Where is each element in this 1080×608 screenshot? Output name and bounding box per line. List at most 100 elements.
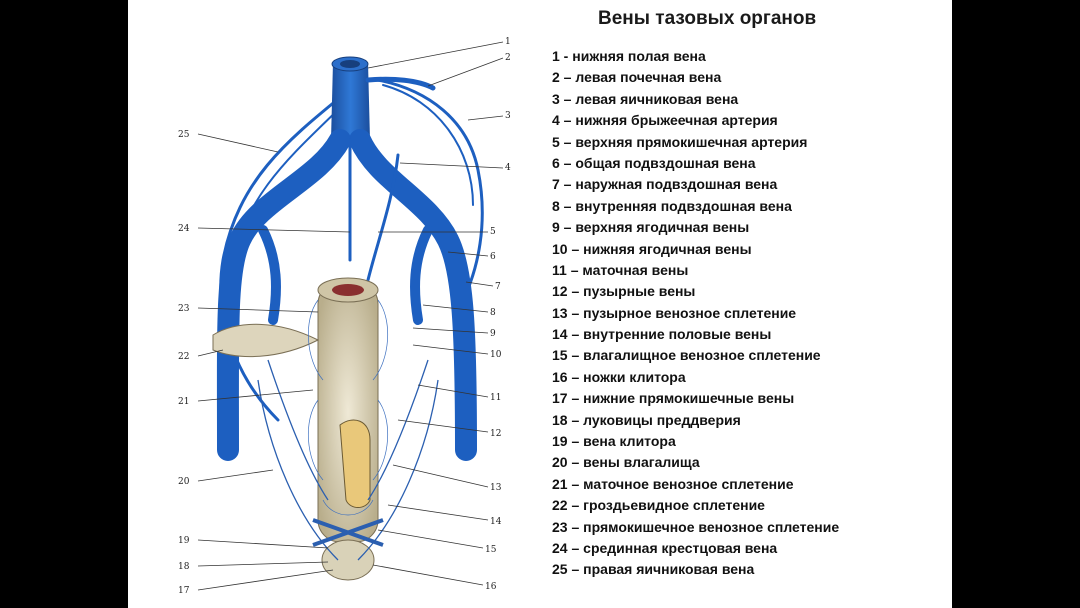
legend-text: вена клитора (583, 433, 676, 450)
legend-separator: – (567, 347, 584, 364)
legend-item: 9 – верхняя ягодичная вены (552, 217, 839, 238)
legend-text: наружная подвздошная вена (575, 176, 778, 193)
legend-number: 1 (552, 48, 560, 64)
legend-item: 5 – верхняя прямокишечная артерия (552, 132, 839, 153)
legend-number: 9 (552, 219, 560, 236)
legend-number: 18 (552, 411, 568, 428)
legend-separator: – (566, 261, 583, 278)
legend-separator: – (559, 133, 576, 150)
legend-item: 24 – срединная крестцовая вена (552, 538, 839, 559)
legend-number: 3 (552, 90, 560, 107)
legend-item: 22 – гроздьевидное сплетение (552, 495, 839, 516)
legend-text: левая яичниковая вена (575, 90, 739, 107)
legend-text: влагалищное венозное сплетение (583, 347, 821, 364)
legend-item: 10 – нижняя ягодичная вены (552, 239, 839, 260)
legend-separator: – (567, 368, 584, 385)
legend-separator: - (559, 48, 573, 64)
legend-separator: – (567, 304, 584, 321)
legend-item: 6 – общая подвздошная вена (552, 153, 839, 174)
callout-9: 9 (490, 329, 496, 339)
legend-number: 14 (552, 326, 568, 343)
callout-22: 22 (178, 352, 189, 362)
legend-separator: – (559, 90, 576, 107)
legend-text: нижняя полая вена (572, 48, 706, 64)
legend-item: 11 – маточная вены (552, 260, 839, 281)
legend-number: 23 (552, 518, 568, 535)
callout-1: 1 (505, 37, 511, 47)
legend-item: 3 – левая яичниковая вена (552, 89, 839, 110)
legend-separator: – (559, 112, 576, 129)
legend-separator: – (567, 539, 584, 556)
legend-text: внутренние половые вены (583, 326, 772, 343)
legend-text: луковицы преддверия (583, 411, 741, 428)
callout-17: 17 (178, 586, 190, 596)
legend-item: 25 – правая яичниковая вена (552, 559, 839, 580)
legend-separator: – (567, 518, 584, 535)
legend-number: 19 (552, 433, 568, 450)
legend-separator: – (559, 219, 576, 236)
legend-number: 11 (552, 261, 567, 278)
callout-2: 2 (505, 53, 511, 63)
legend-number: 21 (552, 475, 568, 492)
legend-number: 22 (552, 497, 568, 514)
legend-separator: – (567, 390, 584, 407)
legend-text: нижняя брыжеечная артерия (575, 112, 778, 129)
legend-separator: – (567, 497, 584, 514)
callout-12: 12 (490, 429, 501, 439)
legend-text: общая подвздошная вена (575, 154, 756, 171)
legend-separator: – (567, 240, 584, 257)
legend-number: 8 (552, 197, 560, 214)
legend-item: 8 – внутренняя подвздошная вена (552, 196, 839, 217)
legend-text: прямокишечное венозное сплетение (583, 518, 840, 535)
legend-text: пузырные вены (583, 283, 696, 300)
legend-text: ножки клитора (583, 368, 686, 385)
legend-item: 21 – маточное венозное сплетение (552, 474, 839, 495)
legend-item: 23 – прямокишечное венозное сплетение (552, 517, 839, 538)
legend-item: 1 - нижняя полая вена (552, 46, 839, 67)
legend-item: 16 – ножки клитора (552, 367, 839, 388)
legend-separator: – (567, 433, 584, 450)
callout-21: 21 (178, 397, 189, 407)
legend-text: правая яичниковая вена (583, 561, 755, 578)
legend-text: маточное венозное сплетение (583, 475, 794, 492)
legend-item: 14 – внутренние половые вены (552, 324, 839, 345)
legend-item: 19 – вена клитора (552, 431, 839, 452)
legend-number: 12 (552, 283, 568, 300)
callout-20: 20 (178, 477, 190, 487)
legend-text: маточная вены (582, 261, 689, 278)
legend-separator: – (559, 154, 576, 171)
callout-16: 16 (485, 582, 497, 592)
legend-separator: – (567, 454, 584, 471)
legend-number: 13 (552, 304, 568, 321)
legend-item: 13 – пузырное венозное сплетение (552, 303, 839, 324)
legend-number: 5 (552, 133, 560, 150)
legend-number: 7 (552, 176, 560, 193)
callout-13: 13 (490, 483, 502, 493)
legend-separator: – (567, 326, 584, 343)
legend-text: нижние прямокишечные вены (583, 390, 795, 407)
callout-7: 7 (495, 282, 501, 292)
callout-18: 18 (178, 562, 190, 572)
legend-text: внутренняя подвздошная вена (575, 197, 792, 214)
legend-text: пузырное венозное сплетение (583, 304, 797, 321)
callout-19: 19 (178, 536, 190, 546)
legend-text: левая почечная вена (575, 69, 722, 86)
legend-number: 16 (552, 368, 568, 385)
legend-separator: – (559, 69, 576, 86)
legend-separator: – (567, 475, 584, 492)
legend-number: 17 (552, 390, 568, 407)
legend-number: 24 (552, 539, 568, 556)
legend-text: гроздьевидное сплетение (583, 497, 765, 514)
legend-number: 10 (552, 240, 568, 257)
legend-text: нижняя ягодичная вены (583, 240, 752, 257)
legend-item: 2 – левая почечная вена (552, 67, 839, 88)
legend-number: 6 (552, 154, 560, 171)
legend-item: 4 – нижняя брыжеечная артерия (552, 110, 839, 131)
legend-item: 17 – нижние прямокишечные вены (552, 388, 839, 409)
legend-text: срединная крестцовая вена (583, 539, 778, 556)
callout-5: 5 (490, 227, 496, 237)
legend-separator: – (567, 283, 584, 300)
callout-15: 15 (485, 545, 497, 555)
legend-number: 4 (552, 112, 560, 129)
legend-text: верхняя прямокишечная артерия (575, 133, 808, 150)
